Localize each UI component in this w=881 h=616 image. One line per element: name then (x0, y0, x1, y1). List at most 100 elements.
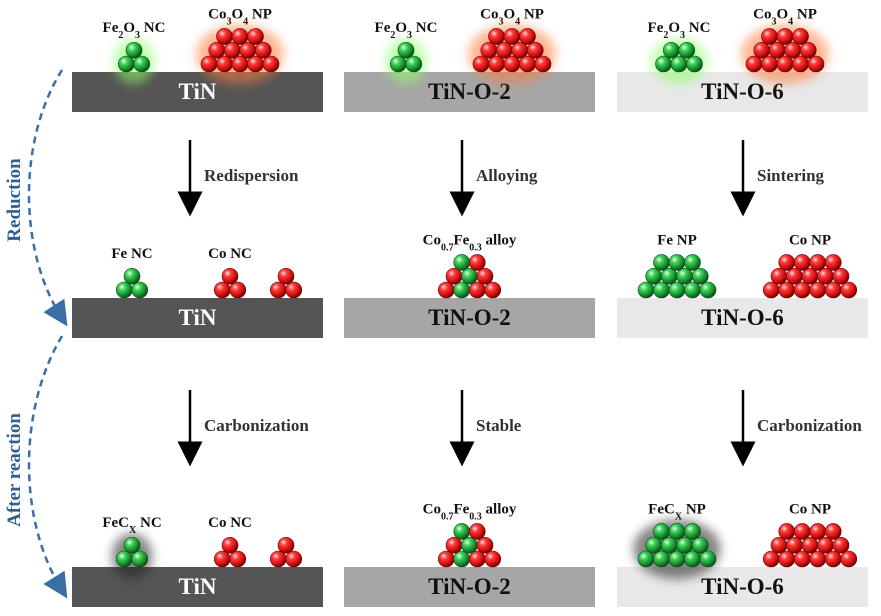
fe-atom (453, 281, 471, 299)
co-atom (817, 536, 834, 554)
fe-atom (684, 254, 701, 271)
co-atom (468, 523, 486, 540)
co-atom (519, 28, 536, 45)
fe-atom (397, 41, 415, 59)
fe-atom (691, 536, 709, 554)
co-atom (216, 28, 233, 45)
co-atom (247, 28, 264, 45)
co-atom (269, 281, 287, 299)
co-atom (778, 254, 796, 271)
co-atom (213, 281, 231, 299)
fe-atom (655, 55, 672, 73)
fe-atom (637, 550, 655, 568)
substrate-label: TiN-O-6 (701, 574, 784, 599)
cluster-label: Co3O4 NP (753, 6, 817, 27)
process-step-label: Redispersion (204, 166, 299, 185)
co-atom (472, 55, 490, 73)
red-cluster (762, 254, 858, 299)
fe-atom (131, 281, 149, 299)
alloy-cluster (437, 254, 502, 299)
co-atom (254, 41, 272, 59)
co-atom (437, 550, 455, 568)
co-atom (285, 281, 303, 299)
fe-atom (645, 536, 663, 554)
fe-atom (668, 523, 686, 540)
co-atom (778, 523, 796, 540)
co-atom (793, 550, 811, 568)
co-atom (503, 28, 521, 45)
co-atom (231, 28, 249, 45)
substrate-label: TiN-O-2 (428, 574, 511, 599)
green-cluster (115, 267, 149, 299)
red-cluster (269, 267, 303, 299)
fe-atom (115, 281, 133, 299)
alloy-cluster (437, 523, 502, 568)
substrate-1 (72, 72, 323, 112)
co-atom (229, 281, 247, 299)
co-atom (239, 41, 257, 59)
substrate-3 (344, 567, 595, 607)
fe-atom (131, 550, 149, 568)
fe-atom (670, 55, 688, 73)
co-atom (511, 41, 529, 59)
red-cluster (213, 267, 247, 299)
co-atom (262, 55, 280, 73)
substrate-1 (617, 72, 868, 112)
fe-atom (686, 55, 703, 73)
co-atom (484, 281, 502, 299)
fe-atom (653, 523, 670, 540)
co-atom (445, 267, 463, 285)
fe-atom (453, 550, 471, 568)
co-atom (801, 267, 819, 285)
cluster-label: Co0.7Fe0.3 alloy (423, 232, 517, 253)
co-atom (776, 28, 794, 45)
co-atom (221, 267, 239, 285)
co-atom (770, 267, 788, 285)
co-atom (832, 267, 850, 285)
co-atom (534, 55, 552, 73)
cluster-label: Fe2O3 NC (103, 20, 166, 41)
substrate-label: TiN-O-2 (428, 305, 511, 330)
co-atom (231, 55, 249, 73)
fe-atom (115, 550, 133, 568)
co-atom (807, 55, 825, 73)
cluster-label: Fe NP (657, 232, 697, 248)
cluster-label: Co NP (789, 501, 831, 517)
co-atom (488, 55, 505, 73)
co-atom (247, 55, 264, 73)
co-atom (799, 41, 817, 59)
co-atom (770, 536, 788, 554)
co-atom (208, 41, 226, 59)
substrate-2 (617, 298, 868, 338)
substrate-label: TiN (179, 574, 217, 599)
substrate-1 (344, 72, 595, 112)
red-cluster (468, 24, 556, 84)
co-atom (832, 536, 850, 554)
co-atom (221, 536, 239, 554)
process-step-label: Carbonization (204, 416, 309, 435)
process-step-label: Carbonization (757, 416, 862, 435)
red-cluster (762, 523, 858, 568)
co-atom (762, 550, 780, 568)
co-atom (793, 523, 811, 540)
co-atom (285, 550, 303, 568)
co-atom (793, 281, 811, 299)
green-cluster (111, 533, 153, 579)
fe-atom (123, 536, 141, 554)
fe-atom (117, 55, 135, 73)
red-cluster (213, 536, 247, 568)
co-atom (840, 281, 858, 299)
co-atom (468, 281, 486, 299)
cluster-label: Co3O4 NP (480, 6, 544, 27)
substrate-label: TiN (179, 305, 217, 330)
fe-atom (699, 281, 717, 299)
fe-atom (699, 550, 717, 568)
co-atom (476, 536, 494, 554)
cluster-label: FeCX NP (648, 501, 706, 522)
green-cluster (113, 38, 155, 84)
fe-atom (461, 536, 478, 554)
co-atom (809, 523, 827, 540)
co-atom (778, 550, 796, 568)
